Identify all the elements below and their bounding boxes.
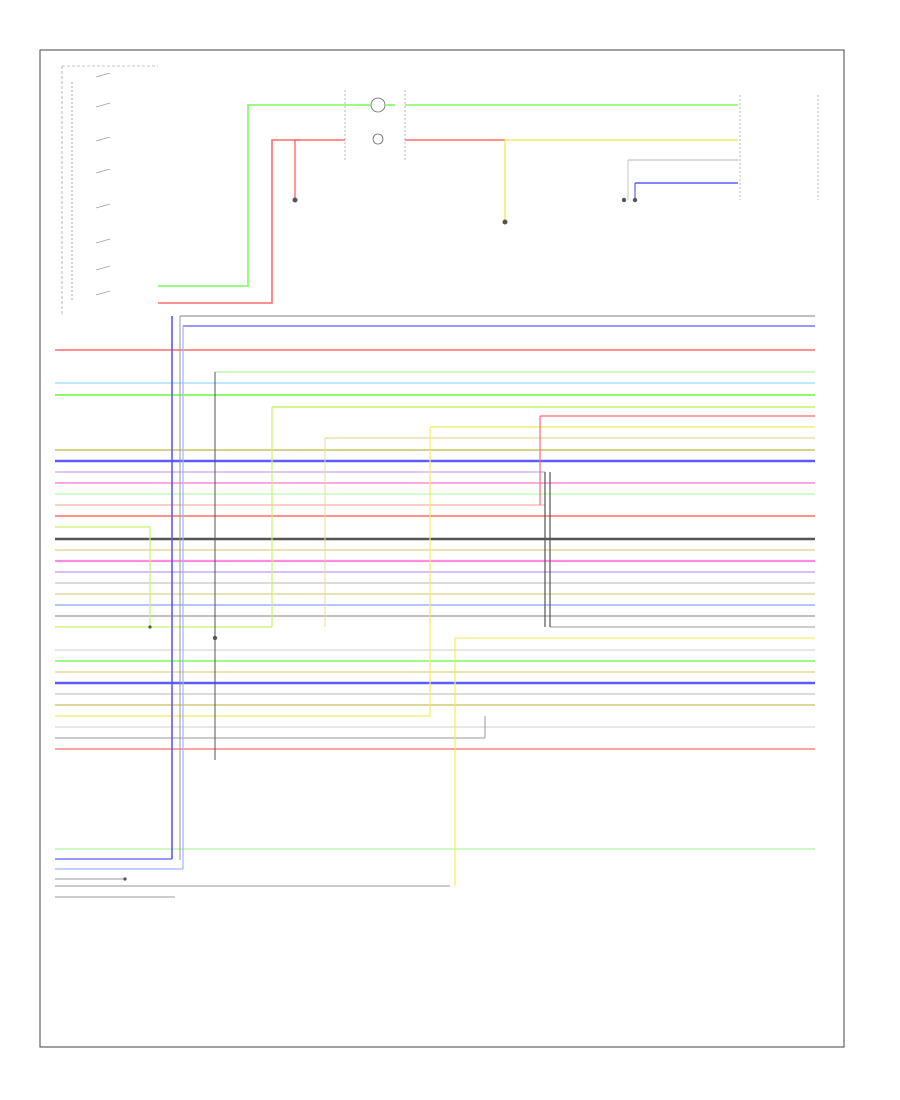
ground-stub-c1 [621,197,627,203]
ground-stub-a [292,197,298,203]
splice-dot [212,635,218,641]
top-red-wire [158,139,345,304]
right-top-connector [739,95,819,200]
combination-switch [61,65,158,315]
top-green-wire [158,104,355,287]
ground-stub-b [502,219,508,225]
diagram-frame [39,49,845,1048]
vertical-wires [149,316,551,886]
harness-wires [55,315,815,898]
splice-dot [123,877,127,881]
ground-stub-c2 [632,197,638,203]
relay-block [344,90,406,160]
top-red-drop [294,139,300,200]
switch-contacts [95,72,111,296]
splice-dot [148,625,152,629]
